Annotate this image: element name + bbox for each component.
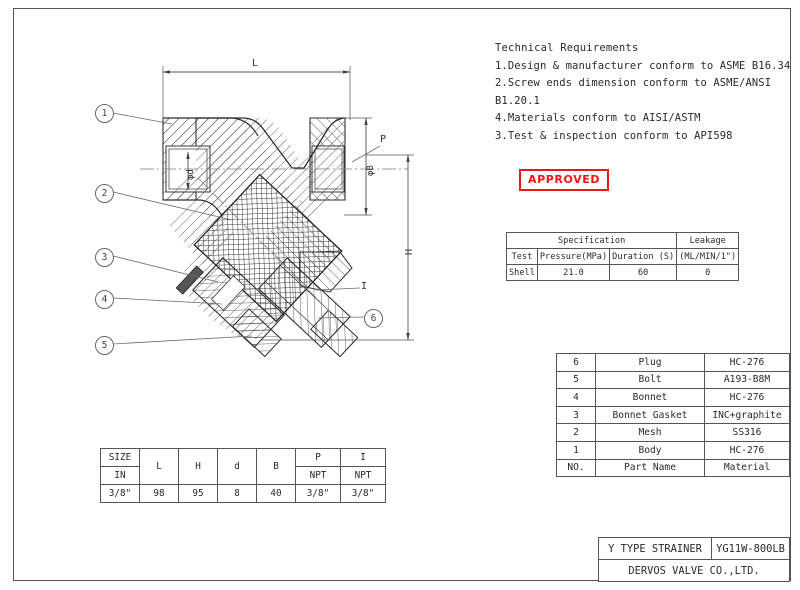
bom-cell-partname: Bonnet <box>595 388 705 407</box>
bom-cell-partname: Plug <box>595 353 705 372</box>
dim-value-p: 3/8" <box>295 484 341 503</box>
technical-requirements-block: Technical Requirements 1.Design & manufa… <box>495 40 795 145</box>
balloon-callout-3[interactable]: 3 <box>95 248 114 267</box>
bom-cell-no: 4 <box>556 388 596 407</box>
bom-cell-no: 6 <box>556 353 596 372</box>
table-row: Y TYPE STRAINER YG11W-800LB <box>598 537 790 560</box>
table-row: Specification Leakage <box>505 232 740 249</box>
dimension-label-plug-port: P <box>380 134 387 145</box>
dim-value-b: 40 <box>256 484 296 503</box>
bom-cell-partname: Mesh <box>595 423 705 442</box>
bom-cell-material: INC+graphite <box>704 405 790 425</box>
balloon-callout-2[interactable]: 2 <box>95 184 114 203</box>
spec-cell-test: Shell <box>506 264 538 281</box>
table-row: 6 Plug HC-276 <box>556 353 790 372</box>
technical-requirement-line-2: 2.Screw ends dimension conform to ASME/A… <box>495 77 772 107</box>
dim-value-d: 8 <box>217 484 257 503</box>
dim-value-h: 95 <box>178 484 218 503</box>
bom-header-partname: Part Name <box>595 458 705 478</box>
title-block-company: DERVOS VALVE CO.,LTD. <box>598 559 790 582</box>
balloon-callout-6[interactable]: 6 <box>364 309 383 328</box>
bom-cell-no: 3 <box>556 405 596 425</box>
spec-cell-duration: 60 <box>609 264 678 281</box>
dim-header-b: B <box>256 448 296 485</box>
bom-cell-partname: Bonnet Gasket <box>595 405 705 425</box>
test-specification-table: Specification Leakage Test Pressure(MPa)… <box>505 232 740 281</box>
spec-cell-leakage: 0 <box>676 264 740 281</box>
bom-cell-no: 1 <box>556 440 596 460</box>
table-row: DERVOS VALVE CO.,LTD. <box>598 559 790 582</box>
bom-cell-no: 5 <box>556 370 596 390</box>
spec-group-header-leakage: Leakage <box>676 232 740 249</box>
table-row: Test Pressure(MPa) Duration (S) (ML/MIN/… <box>506 248 740 265</box>
dim-subheader-i-npt: NPT <box>340 466 386 485</box>
dimension-label-body-diameter: φB <box>366 165 376 176</box>
dim-header-l: L <box>139 448 179 485</box>
title-block-product-name: Y TYPE STRAINER <box>598 537 712 560</box>
table-row: SIZE L H d B P I <box>100 448 386 485</box>
bom-cell-material: A193-B8M <box>704 370 790 390</box>
bom-header-no: NO. <box>556 458 596 478</box>
technical-requirement-line-4: 3.Test & inspection conform to API598 <box>495 129 733 142</box>
technical-requirement-line-3: 4.Materials conform to AISI/ASTM <box>495 112 701 124</box>
bom-cell-material: HC-276 <box>704 440 790 460</box>
dimension-label-bore-diameter: φd <box>186 169 196 180</box>
table-row: 1 Body HC-276 <box>556 440 790 460</box>
spec-column-header-duration: Duration (S) <box>609 248 678 265</box>
table-row: NO. Part Name Material <box>556 458 790 478</box>
balloon-callout-5[interactable]: 5 <box>95 336 114 355</box>
bom-cell-no: 2 <box>556 423 596 442</box>
balloon-callout-4[interactable]: 4 <box>95 290 114 309</box>
bom-cell-partname: Bolt <box>595 370 705 390</box>
dim-header-h: H <box>178 448 218 485</box>
spec-column-header-leakage-unit: (ML/MIN/1") <box>676 248 740 265</box>
dim-header-d: d <box>217 448 257 485</box>
dimension-label-length: L <box>252 58 259 69</box>
technical-requirement-line-1: 1.Design & manufacturer conform to ASME … <box>495 59 791 72</box>
spec-group-header-specification: Specification <box>505 232 678 249</box>
table-row: 4 Bonnet HC-276 <box>556 388 790 407</box>
table-row: 5 Bolt A193-B8M <box>556 370 790 390</box>
spec-cell-pressure: 21.0 <box>536 264 611 281</box>
table-row: 3 Bonnet Gasket INC+graphite <box>556 405 790 425</box>
table-row: 3/8" 98 95 8 40 3/8" 3/8" <box>100 484 386 503</box>
dimension-label-inlet-port: I <box>361 281 368 292</box>
bom-cell-material: SS316 <box>704 423 790 442</box>
dim-value-i: 3/8" <box>340 484 386 503</box>
bill-of-materials-table: 6 Plug HC-276 5 Bolt A193-B8M 4 Bonnet H… <box>556 353 790 478</box>
size-dimension-table: SIZE L H d B P I IN NPT NPT 3/8" 98 95 8… <box>100 448 386 503</box>
bom-cell-material: HC-276 <box>704 388 790 407</box>
dim-value-size: 3/8" <box>100 484 140 503</box>
table-row: Shell 21.0 60 0 <box>506 264 740 281</box>
dim-subheader-in: IN <box>100 466 140 485</box>
dimension-label-height: H <box>404 248 415 255</box>
dim-header-i: I <box>340 448 386 467</box>
title-block-model-code: YG11W-800LB <box>711 537 790 560</box>
balloon-callout-1[interactable]: 1 <box>95 104 114 123</box>
drawing-frame-border <box>13 8 791 581</box>
dim-header-p: P <box>295 448 341 467</box>
spec-column-header-test: Test <box>506 248 538 265</box>
approved-stamp: APPROVED <box>519 169 610 191</box>
dim-value-l: 98 <box>139 484 179 503</box>
spec-column-header-pressure: Pressure(MPa) <box>536 248 611 265</box>
table-row: 2 Mesh SS316 <box>556 423 790 442</box>
bom-cell-partname: Body <box>595 440 705 460</box>
title-block: Y TYPE STRAINER YG11W-800LB DERVOS VALVE… <box>598 537 790 582</box>
dim-subheader-p-npt: NPT <box>295 466 341 485</box>
bom-cell-material: HC-276 <box>704 353 790 372</box>
dim-header-size: SIZE <box>100 448 140 467</box>
bom-header-material: Material <box>704 458 790 478</box>
technical-requirements-heading: Technical Requirements <box>495 42 639 54</box>
